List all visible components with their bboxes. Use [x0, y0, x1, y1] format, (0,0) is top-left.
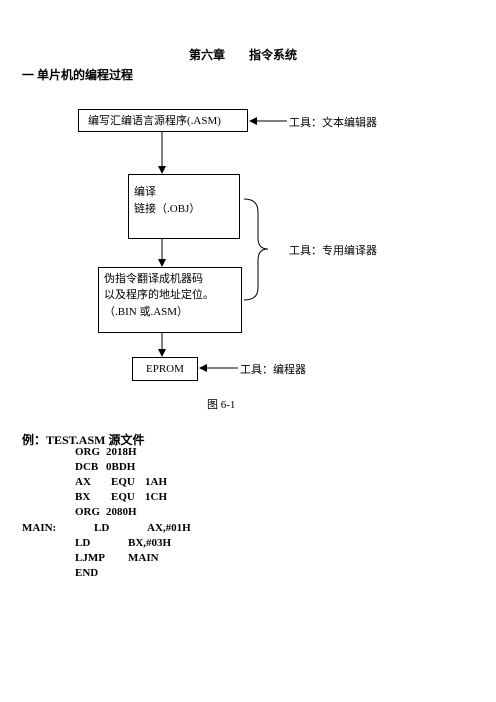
code-arg: EQU	[111, 476, 135, 488]
code-arg: EQU	[111, 491, 135, 503]
flow-box-source-label: 编写汇编语言源程序(.ASM)	[88, 115, 221, 127]
code-arg2: 1CH	[145, 491, 167, 503]
flow-box-translate-line1: 伪指令翻译成机器码	[104, 273, 203, 285]
code-op: ORG	[75, 446, 101, 458]
code-arg: MAIN	[128, 552, 159, 564]
code-label: MAIN:	[22, 522, 57, 534]
code-op: AX	[75, 476, 91, 488]
flow-box-translate-line3: （.BIN 或.ASM）	[104, 306, 189, 318]
flow-box-compile-line1: 编译	[134, 186, 156, 198]
flow-box-eprom-label: EPROM	[146, 363, 184, 375]
tool-label-programmer: 工具：编程器	[240, 364, 306, 376]
code-op: ORG	[75, 506, 101, 518]
brace-shape	[243, 198, 269, 301]
code-op: END	[75, 567, 99, 579]
tool-label-editor: 工具：文本编辑器	[289, 117, 377, 129]
code-op: BX	[75, 491, 91, 503]
flow-box-translate: 伪指令翻译成机器码 以及程序的地址定位。 （.BIN 或.ASM）	[98, 267, 242, 333]
code-arg: 2080H	[106, 506, 137, 518]
code-op: LD	[94, 522, 110, 534]
flow-box-compile-line2: 链接（.OBJ）	[134, 203, 201, 215]
code-op: LD	[75, 537, 91, 549]
tool-label-compiler: 工具：专用编译器	[289, 245, 377, 257]
flow-box-compile: 编译 链接（.OBJ）	[128, 174, 240, 239]
code-arg: BX,#03H	[128, 537, 172, 549]
flow-box-translate-line2: 以及程序的地址定位。	[104, 289, 214, 301]
code-op: LJMP	[75, 552, 105, 564]
code-arg: 0BDH	[106, 461, 136, 473]
flow-box-source: 编写汇编语言源程序(.ASM)	[78, 109, 248, 132]
figure-caption: 图 6-1	[207, 399, 236, 411]
chapter-title: 第六章 指令系统	[189, 48, 298, 62]
flow-box-eprom: EPROM	[132, 357, 198, 381]
example-title: 例：TEST.ASM 源文件	[22, 433, 145, 447]
code-arg: AX,#01H	[147, 522, 191, 534]
code-op: DCB	[75, 461, 99, 473]
section-title: 一 单片机的编程过程	[22, 68, 134, 82]
code-arg2: 1AH	[145, 476, 167, 488]
code-arg: 2018H	[106, 446, 137, 458]
